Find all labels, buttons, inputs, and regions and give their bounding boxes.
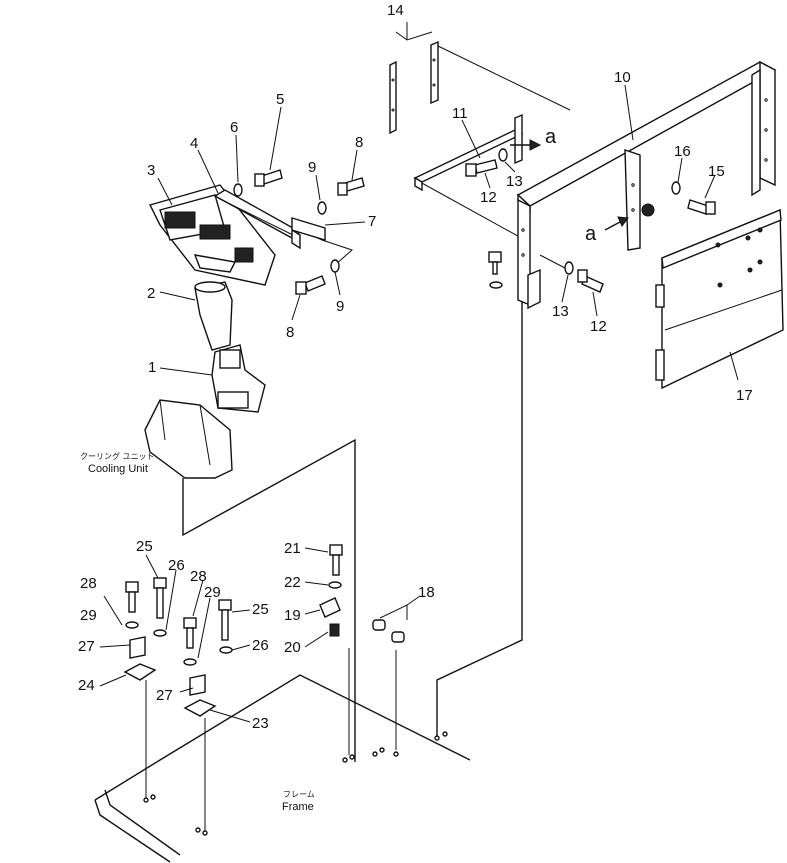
floor-pins [143,731,448,836]
callout-20: 20 [284,639,301,656]
callout-28-left: 28 [80,575,97,592]
part-11-bracket [413,113,524,192]
callout-13-lower: 13 [552,303,569,320]
view-label-a-lower: a [585,223,597,245]
callout-23: 23 [252,715,269,732]
callout-27-right: 27 [156,687,173,704]
lower-fasteners [123,577,233,717]
callout-17: 17 [736,387,753,404]
part-2-duct [194,281,233,351]
cooling-unit-en-label: Cooling Unit [88,463,148,475]
part-17-cover [655,208,784,390]
callout-12-upper: 12 [480,189,497,206]
callout-1: 1 [148,359,156,376]
callout-27-left: 27 [78,638,95,655]
part-18-plugs [372,619,405,643]
callout-22: 22 [284,574,301,591]
callout-13-upper: 13 [506,173,523,190]
callout-25-left: 25 [136,538,153,555]
callout-12-lower: 12 [590,318,607,335]
callout-29-left: 29 [80,607,97,624]
cooling-unit-jp-label: クーリング ユニット [80,451,155,461]
part-7-bracket [291,217,326,250]
callout-9-lower: 9 [336,298,344,315]
part-10-frame [516,60,777,310]
callout-2: 2 [147,285,155,302]
center-fasteners [319,544,343,637]
frame-jp-label: フレーム [283,790,315,799]
callout-26-left: 26 [168,557,185,574]
part-3-duct [148,184,276,286]
callout-9-upper: 9 [308,159,316,176]
callout-10: 10 [614,69,631,86]
callout-18: 18 [418,584,435,601]
callout-28-right: 28 [190,568,207,585]
callout-21: 21 [284,540,301,557]
callout-numbers: 1 2 3 4 5 6 7 8 8 9 9 10 11 12 12 13 13 … [78,2,753,732]
callout-11: 11 [452,105,468,122]
leader-lines [99,84,739,723]
part-14-rails [389,40,439,135]
callout-16: 16 [674,143,691,160]
callout-8-upper: 8 [355,134,363,151]
callout-25-right: 25 [252,601,269,618]
callout-14: 14 [387,2,404,19]
callout-5: 5 [276,91,284,108]
callout-6: 6 [230,119,238,136]
assembly-lines [94,22,571,863]
callout-3: 3 [147,162,155,179]
callout-8-lower: 8 [286,324,294,341]
callout-4: 4 [190,135,198,152]
view-arrows: a a [510,126,629,245]
frame-en-label: Frame [282,801,314,813]
cooling-unit [144,399,233,479]
callout-24: 24 [78,677,95,694]
callout-15: 15 [708,163,725,180]
view-label-a-upper: a [545,126,557,148]
callout-29-right: 29 [204,584,221,601]
upper-fasteners [233,148,716,295]
callout-19: 19 [284,607,301,624]
part-1-elbow [211,344,266,413]
callout-7: 7 [368,213,376,230]
callout-26-right: 26 [252,637,269,654]
